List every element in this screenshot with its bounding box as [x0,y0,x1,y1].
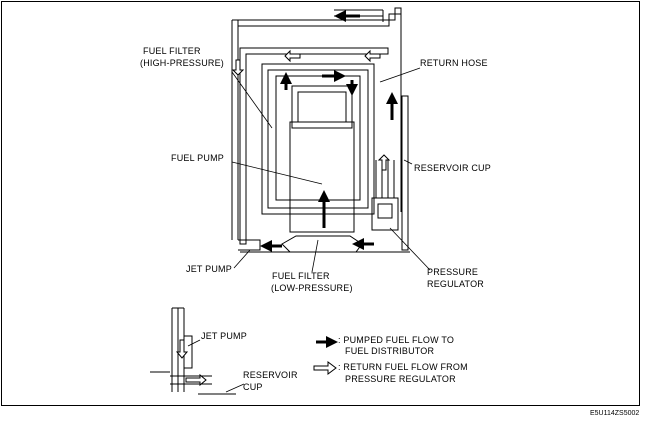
label-return-hose: RETURN HOSE [420,58,488,68]
return-hose [231,7,402,240]
detail-label-reservoir-1: RESERVOIR [243,370,298,380]
figure-border [1,1,640,406]
label-jet-pump: JET PUMP [186,264,232,274]
detail-label-reservoir-2: CUP [243,382,263,392]
fuel-filter-low-pressure [281,235,363,253]
leader-lines [231,67,431,273]
label-pressure-regulator-2: REGULATOR [427,279,484,289]
fuel-tank-assembly [231,7,410,253]
legend-pumped-line-2: FUEL DISTRIBUTOR [345,346,435,356]
pressure-regulator [371,197,399,231]
legend-return-line-2: PRESSURE REGULATOR [345,374,456,384]
label-fuel-filter-high-2: (HIGH-PRESSURE) [140,58,225,68]
label-fuel-filter-low-2: (LOW-PRESSURE) [271,283,353,293]
fuel-pump-head [291,85,353,129]
fuel-pump [289,121,355,233]
figure-code: E5U114ZS5002 [590,410,640,417]
legend-pumped-line-1: : PUMPED FUEL FLOW TO [338,335,455,345]
fuel-filter-high-pressure [239,47,389,245]
pumped-flow-arrows [260,9,398,252]
label-pressure-regulator-1: PRESSURE [427,267,479,277]
jet-pump-detail [150,307,236,395]
detail-arrows [175,339,207,387]
label-fuel-filter-low-1: FUEL FILTER [272,271,330,281]
reservoir-cup-wall [401,95,409,251]
detail-label-jet-pump: JET PUMP [201,331,247,341]
legend-return-line-1: : RETURN FUEL FLOW FROM [338,362,468,372]
return-flow-arrows [231,49,391,171]
label-reservoir-cup: RESERVOIR CUP [414,163,491,173]
jet-pump [238,239,261,251]
legend-return-symbol [313,361,337,375]
label-fuel-pump: FUEL PUMP [171,153,224,163]
label-fuel-filter-high-1: FUEL FILTER [143,46,201,56]
